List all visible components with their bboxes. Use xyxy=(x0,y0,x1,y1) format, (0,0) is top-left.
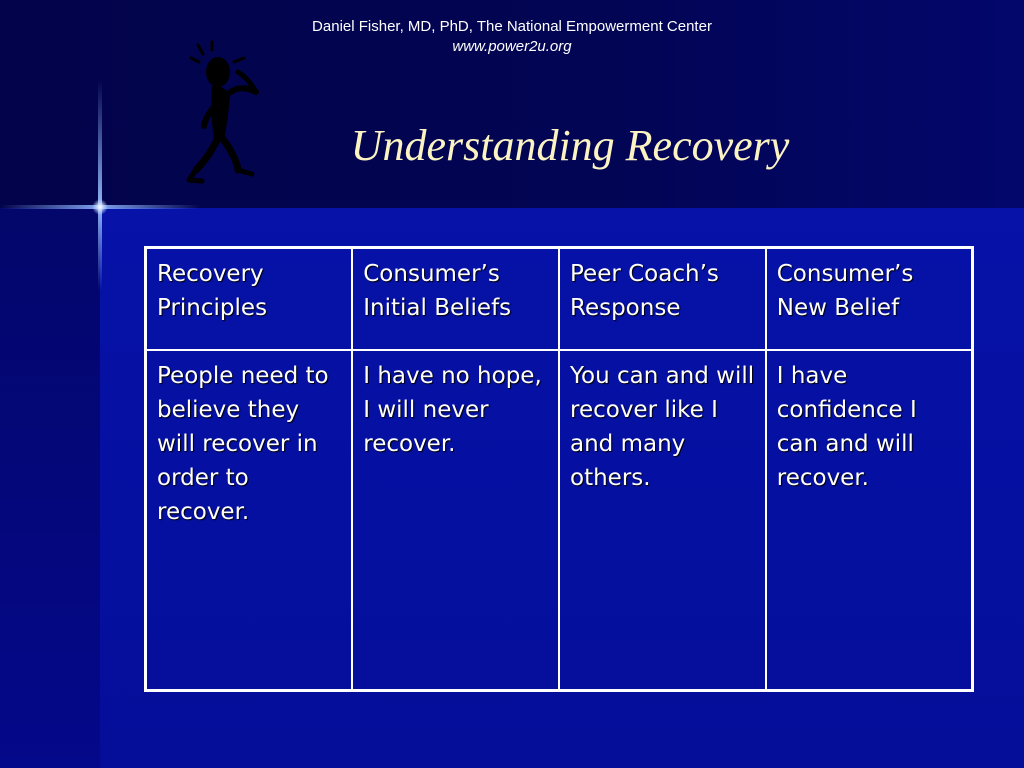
credit-block: Daniel Fisher, MD, PhD, The National Emp… xyxy=(0,17,1024,57)
table-cell: You can and will recover like I and many… xyxy=(558,349,767,692)
header-cell-initial-beliefs: Consumer’s Initial Beliefs xyxy=(351,246,560,351)
table-cell: People need to believe they will recover… xyxy=(144,349,354,692)
vertical-glow-line xyxy=(98,80,102,290)
header-cell-recovery-principles: Recovery Principles xyxy=(144,246,354,351)
table-cell: I have no hope, I will never recover. xyxy=(351,349,560,692)
table-header-row: Recovery Principles Consumer’s Initial B… xyxy=(144,246,974,351)
sparkle-icon xyxy=(92,199,108,215)
header-cell-peer-coach-response: Peer Coach’s Response xyxy=(558,246,767,351)
left-band xyxy=(0,208,100,768)
table-row: People need to believe they will recover… xyxy=(144,349,974,692)
website-link[interactable]: www.power2u.org xyxy=(452,38,572,55)
slide-title: Understanding Recovery xyxy=(350,121,790,170)
recovery-table: Recovery Principles Consumer’s Initial B… xyxy=(144,246,974,692)
header-cell-new-belief: Consumer’s New Belief xyxy=(764,246,974,351)
table-cell: I have confidence I can and will recover… xyxy=(764,349,974,692)
stick-figure-icon xyxy=(186,40,259,184)
top-band xyxy=(0,0,1024,208)
author-credit: Daniel Fisher, MD, PhD, The National Emp… xyxy=(312,18,712,35)
